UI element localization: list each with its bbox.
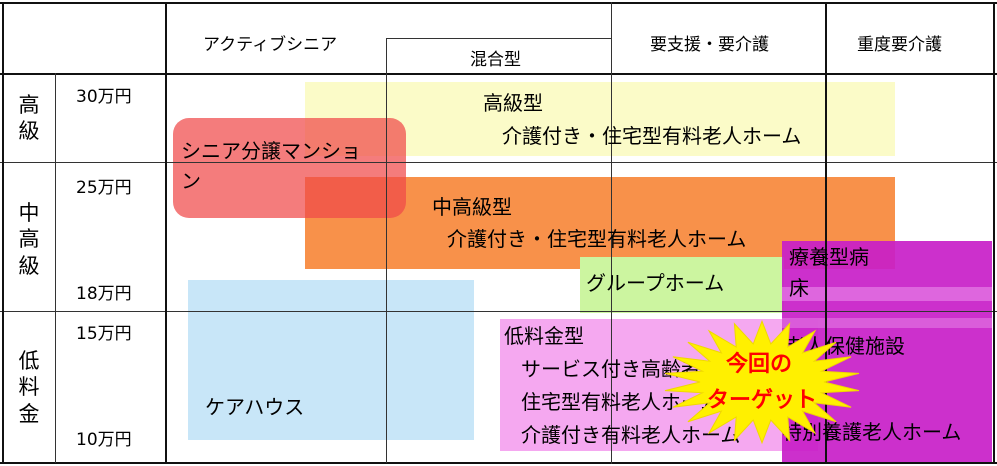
price-25man: 25万円 (76, 178, 132, 198)
group-home-region (580, 257, 784, 313)
senior-condo-label-1: シニア分譲マンショ (181, 139, 361, 163)
ryoyo-band-1 (782, 287, 992, 301)
column-severe-care: 重度要介護 (857, 35, 942, 55)
low-cost-item-3: 介護付き有料老人ホーム (521, 423, 741, 447)
mid-high-sub: 介護付き・住宅型有料老人ホーム (447, 227, 747, 251)
ryoyo-band-2 (782, 318, 992, 328)
level-mid-high: 中 高 級 (18, 201, 40, 278)
high-class-title: 高級型 (483, 91, 543, 115)
column-active-senior: アクティブシニア (203, 35, 338, 55)
price-30man: 30万円 (76, 87, 132, 107)
low-cost-item-2: 住宅型有料老人ホーム (521, 390, 721, 414)
tokuyo-label: 特別養護老人ホーム (782, 420, 962, 444)
column-mixed: 混合型 (470, 50, 521, 70)
low-cost-item-1: サービス付き高齢者 (521, 357, 701, 381)
price-15man: 15万円 (76, 324, 132, 344)
care-house-region (188, 280, 474, 440)
mid-high-title: 中高級型 (432, 195, 512, 219)
column-support-care: 要支援・要介護 (650, 35, 769, 55)
callout-line-1: 今回の (726, 352, 793, 377)
low-cost-title: 低料金型 (504, 324, 584, 348)
price-10man: 10万円 (76, 430, 132, 450)
ryoyo-label-2: 床 (789, 276, 809, 300)
level-high: 高 級 (18, 93, 40, 144)
senior-condo-region (173, 118, 406, 218)
ryoyo-label-1: 療養型病 (789, 245, 869, 269)
price-18man: 18万円 (76, 284, 132, 304)
callout-line-2: ターゲット (707, 388, 818, 413)
care-house-label: ケアハウス (205, 395, 305, 419)
level-low: 低 料 金 (18, 349, 40, 426)
target-starburst (664, 320, 860, 445)
senior-condo-label-2: ン (181, 169, 201, 193)
high-class-sub: 介護付き・住宅型有料老人ホーム (502, 124, 802, 148)
group-home-label: グループホーム (586, 271, 725, 295)
